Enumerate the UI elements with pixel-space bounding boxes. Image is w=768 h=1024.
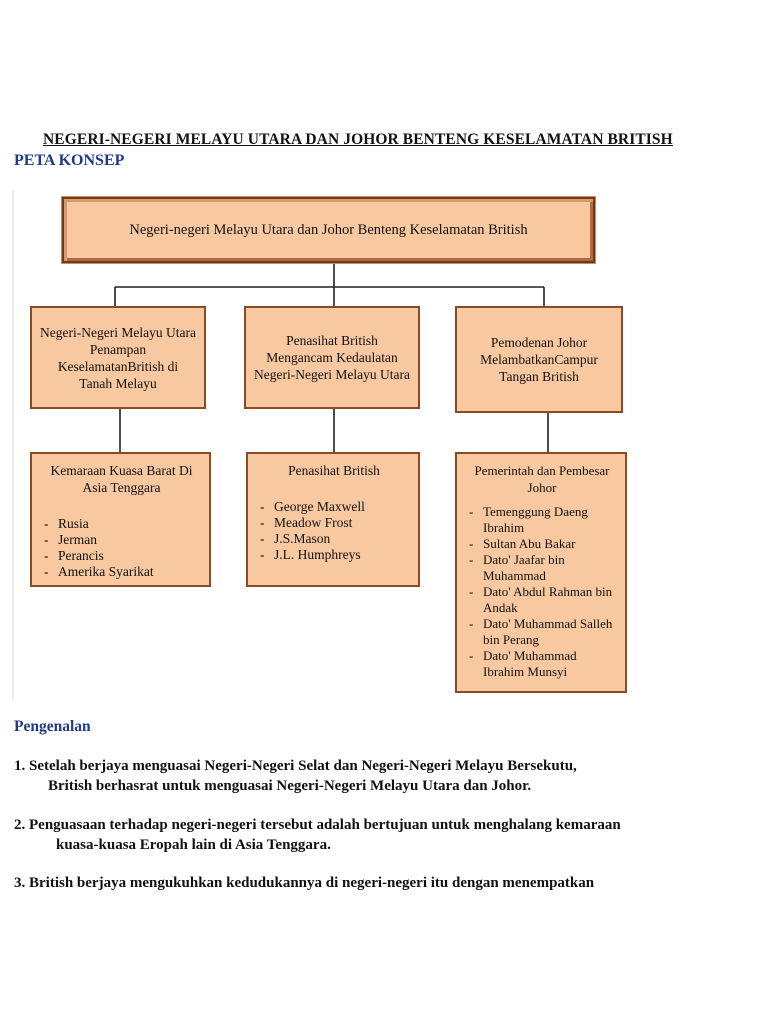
detail-list: Temenggung Daeng Ibrahim Sultan Abu Baka…: [469, 504, 615, 680]
detail-heading: Pemerintah dan Pembesar Johor: [474, 463, 610, 495]
list-item: Dato' Jaafar bin Muhammad: [469, 552, 615, 584]
paragraph-line: 2. Penguasaan terhadap negeri-negeri ter…: [14, 817, 621, 833]
paragraph-line: British berhasrat untuk menguasai Negeri…: [48, 778, 532, 794]
list-item: Meadow Frost: [260, 515, 408, 531]
list-item: George Maxwell: [260, 499, 408, 515]
intro-heading: Pengenalan: [14, 718, 91, 735]
list-item: Amerika Syarikat: [44, 564, 199, 580]
detail-heading: Kemaraan Kuasa Barat Di Asia Tenggara: [50, 463, 193, 495]
list-item: Perancis: [44, 548, 199, 564]
detail-heading: Penasihat British: [288, 463, 380, 478]
paragraph-line: 3. British berjaya mengukuhkan kedudukan…: [14, 875, 595, 891]
list-item: Sultan Abu Bakar: [469, 536, 615, 552]
paragraph-line: kuasa-kuasa Eropah lain di Asia Tenggara…: [56, 837, 331, 853]
concept-root-text: Negeri-negeri Melayu Utara dan Johor Ben…: [129, 221, 528, 238]
paragraph-line: 1. Setelah berjaya menguasai Negeri-Nege…: [14, 758, 577, 774]
paragraph-1: 1. Setelah berjaya menguasai Negeri-Nege…: [14, 756, 577, 796]
list-item: J.L. Humphreys: [260, 547, 408, 563]
detail-list: Rusia Jerman Perancis Amerika Syarikat: [44, 516, 199, 580]
branch-label: Pemodenan Johor MelambatkanCampur Tangan…: [480, 335, 598, 384]
paragraph-2: 2. Penguasaan terhadap negeri-negeri ter…: [14, 815, 621, 855]
detail-box-3: Pemerintah dan Pembesar Johor Temenggung…: [455, 452, 627, 693]
branch-box-1: Negeri-Negeri Melayu Utara Penampan Kese…: [30, 306, 206, 409]
concept-root-box: Negeri-negeri Melayu Utara dan Johor Ben…: [62, 197, 595, 263]
section-label: PETA KONSEP: [14, 152, 125, 169]
paragraph-3: 3. British berjaya mengukuhkan kedudukan…: [14, 873, 594, 893]
list-item: Dato' Muhammad Ibrahim Munsyi: [469, 648, 615, 680]
detail-box-1: Kemaraan Kuasa Barat Di Asia Tenggara Ru…: [30, 452, 211, 587]
list-item: Dato' Muhammad Salleh bin Perang: [469, 616, 615, 648]
detail-list: George Maxwell Meadow Frost J.S.Mason J.…: [260, 499, 408, 563]
list-item: Rusia: [44, 516, 199, 532]
list-item: Jerman: [44, 532, 199, 548]
detail-box-2: Penasihat British George Maxwell Meadow …: [246, 452, 420, 587]
list-item: J.S.Mason: [260, 531, 408, 547]
document-title: NEGERI-NEGERI MELAYU UTARA DAN JOHOR BEN…: [43, 131, 673, 148]
branch-label: Negeri-Negeri Melayu Utara Penampan Kese…: [40, 324, 196, 391]
branch-box-3: Pemodenan Johor MelambatkanCampur Tangan…: [455, 306, 623, 413]
list-item: Temenggung Daeng Ibrahim: [469, 504, 615, 536]
list-item: Dato' Abdul Rahman bin Andak: [469, 584, 615, 616]
branch-box-2: Penasihat British Mengancam Kedaulatan N…: [244, 306, 420, 409]
map-frame-edge: [12, 190, 14, 700]
branch-label: Penasihat British Mengancam Kedaulatan N…: [254, 333, 410, 382]
